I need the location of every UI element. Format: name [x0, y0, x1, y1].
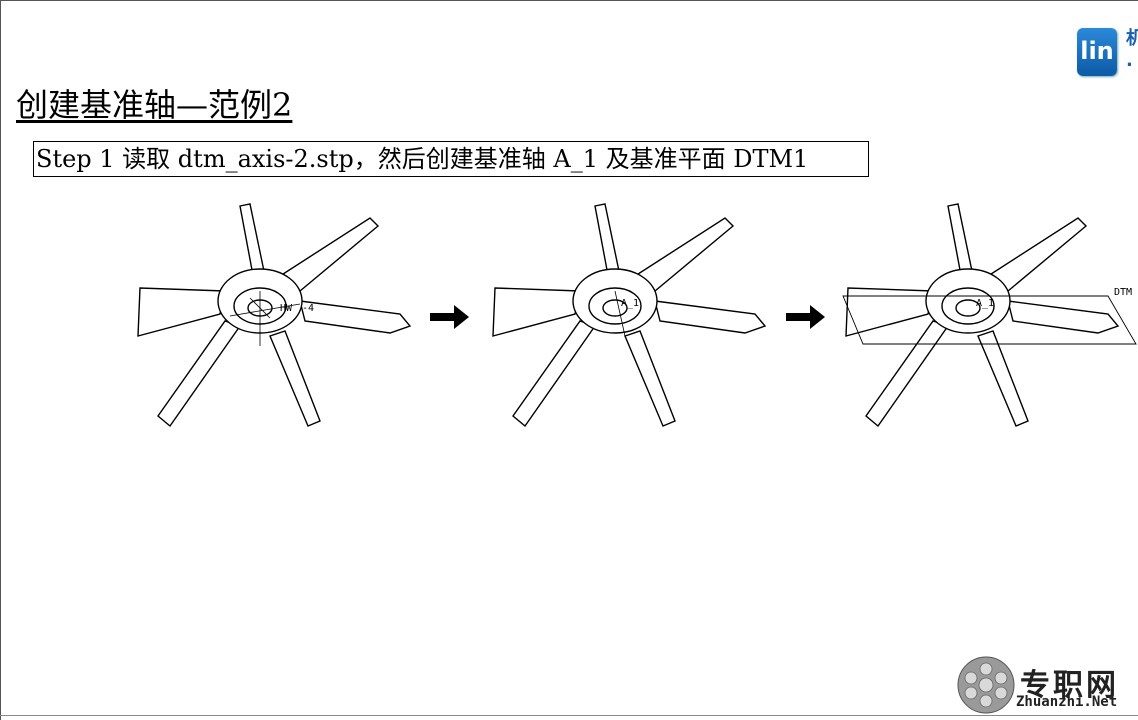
- arrow-right-icon: [430, 304, 470, 334]
- watermark-text: 专职网: [1020, 668, 1119, 703]
- figure-1-label-hw: HW: [280, 303, 293, 314]
- figure-3-label-axis: A_1: [976, 298, 994, 309]
- slide-border-left: [0, 0, 1, 720]
- figure-2-label-axis: A_1: [621, 298, 639, 309]
- brand-logo: lin: [1077, 28, 1117, 76]
- slide-border-bottom: [0, 715, 1138, 716]
- slide-title: 创建基准轴—范例2: [16, 86, 293, 124]
- figure-3-label-plane: DTM: [1114, 287, 1132, 298]
- impeller-figure-1: HW -4: [130, 196, 420, 440]
- watermark-url: Zhuanzhi.Net: [1016, 694, 1118, 710]
- figure-1-label-num: -4: [302, 303, 314, 314]
- step-instruction: Step 1 读取 dtm_axis-2.stp，然后创建基准轴 A_1 及基准…: [33, 141, 869, 177]
- arrow-right-icon: [786, 304, 826, 334]
- impeller-figure-2: A_1: [485, 196, 775, 440]
- slide-border-top: [0, 0, 1138, 1]
- brand-logo-text-cut: 机.: [1126, 28, 1138, 71]
- watermark-logo-icon: [957, 656, 1015, 714]
- impeller-figure-3: A_1 DTM: [838, 196, 1138, 440]
